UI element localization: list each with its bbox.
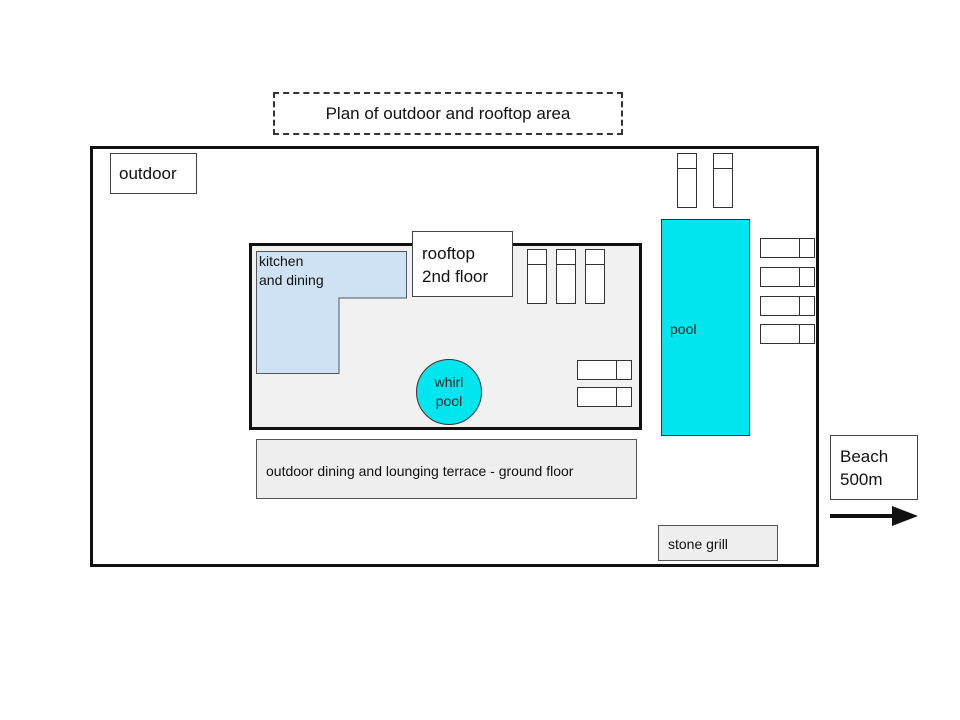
beach-label-line1: Beach <box>840 447 889 466</box>
whirlpool: whirl pool <box>416 359 482 425</box>
stone-grill-label: stone grill <box>668 536 728 552</box>
plan-title-box: Plan of outdoor and rooftop area <box>273 92 623 135</box>
beach-label-box: Beach 500m <box>830 435 918 500</box>
sun-lounger-icon <box>677 153 697 208</box>
sun-lounger-icon <box>556 249 576 304</box>
terrace-area: outdoor dining and lounging terrace - gr… <box>256 439 637 499</box>
beach-label-line2: 500m <box>840 470 883 489</box>
pool: pool <box>661 219 750 436</box>
sun-lounger-icon <box>760 238 815 258</box>
sun-lounger-icon <box>585 249 605 304</box>
stone-grill: stone grill <box>658 525 778 561</box>
whirlpool-label-line2: pool <box>435 393 463 409</box>
kitchen-label-line2: and dining <box>259 272 324 288</box>
terrace-label: outdoor dining and lounging terrace - gr… <box>266 463 574 479</box>
sun-lounger-icon <box>527 249 547 304</box>
arrow-right-icon <box>830 506 918 526</box>
kitchen-label-line1: kitchen <box>259 253 304 269</box>
sun-lounger-icon <box>760 296 815 316</box>
kitchen-label: kitchen and dining <box>259 252 324 290</box>
plan-title: Plan of outdoor and rooftop area <box>325 103 571 123</box>
whirlpool-label-line1: whirl <box>434 374 464 390</box>
outdoor-label-box: outdoor <box>110 153 197 194</box>
sun-lounger-icon <box>713 153 733 208</box>
kitchen-area-shape <box>256 251 407 374</box>
outdoor-boundary <box>90 146 819 567</box>
pool-label: pool <box>670 321 697 337</box>
sun-lounger-icon <box>760 324 815 344</box>
sun-lounger-icon <box>577 387 632 407</box>
outdoor-label: outdoor <box>119 164 177 183</box>
sun-lounger-icon <box>760 267 815 287</box>
rooftop-label-box: rooftop 2nd floor <box>412 231 513 297</box>
rooftop-label-line2: 2nd floor <box>422 267 489 286</box>
sun-lounger-icon <box>577 360 632 380</box>
rooftop-label-line1: rooftop <box>422 244 475 263</box>
